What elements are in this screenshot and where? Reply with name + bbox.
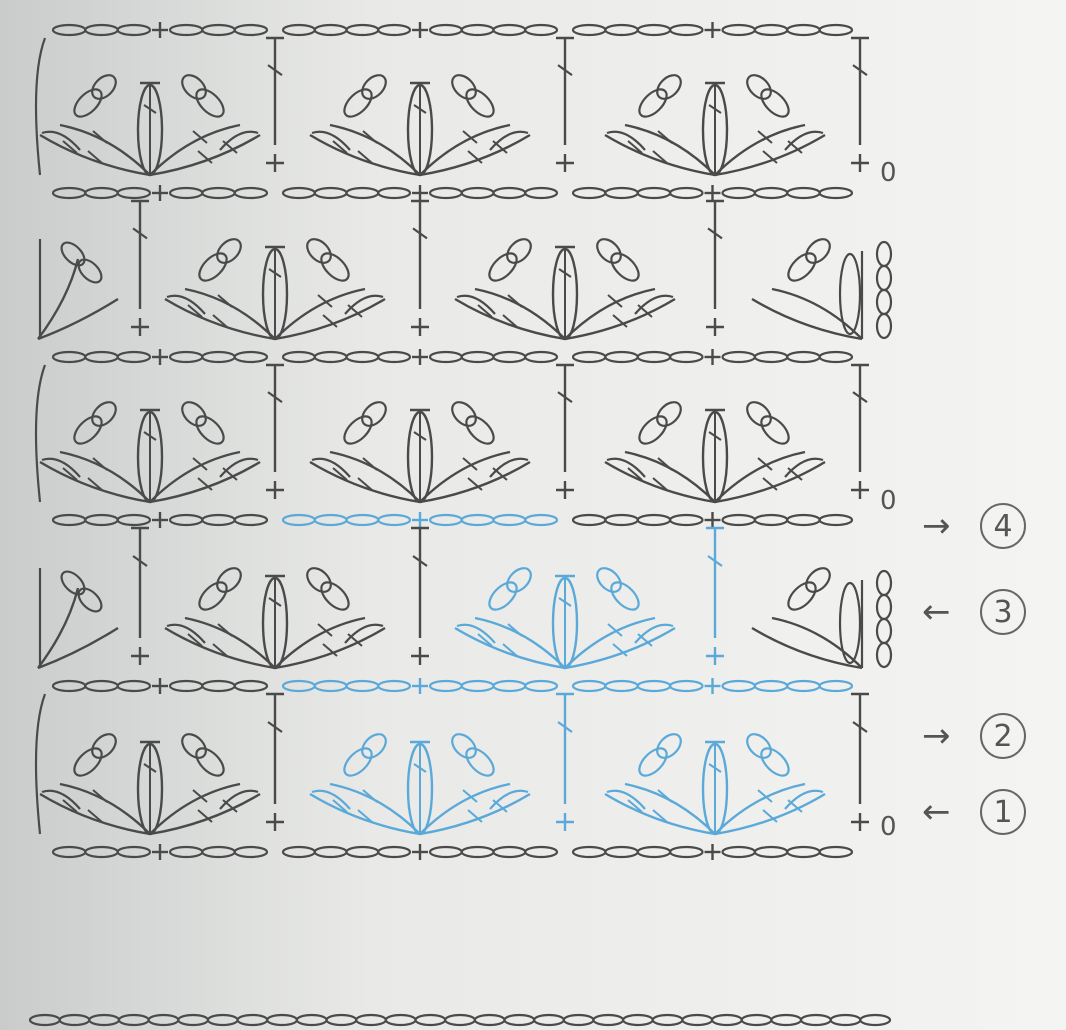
row-number-2: 2 (980, 713, 1026, 759)
arrow-right-icon: → (922, 506, 980, 546)
turning-chain-label: 0 (880, 158, 897, 188)
turning-chain-label: 0 (880, 812, 897, 842)
turning-chain-label: 0 (880, 486, 897, 516)
arrow-left-icon: ← (922, 792, 980, 832)
arrow-right-icon: → (922, 716, 980, 756)
arrow-left-icon: ← (922, 592, 980, 632)
row-4-label: → 4 (922, 504, 1052, 548)
row-number-1: 1 (980, 789, 1026, 835)
row-2-label: → 2 (922, 714, 1052, 758)
row-number-4: 4 (980, 503, 1026, 549)
row-number-3: 3 (980, 589, 1026, 635)
row-3-label: ← 3 (922, 590, 1052, 634)
row-1-label: ← 1 (922, 790, 1052, 834)
